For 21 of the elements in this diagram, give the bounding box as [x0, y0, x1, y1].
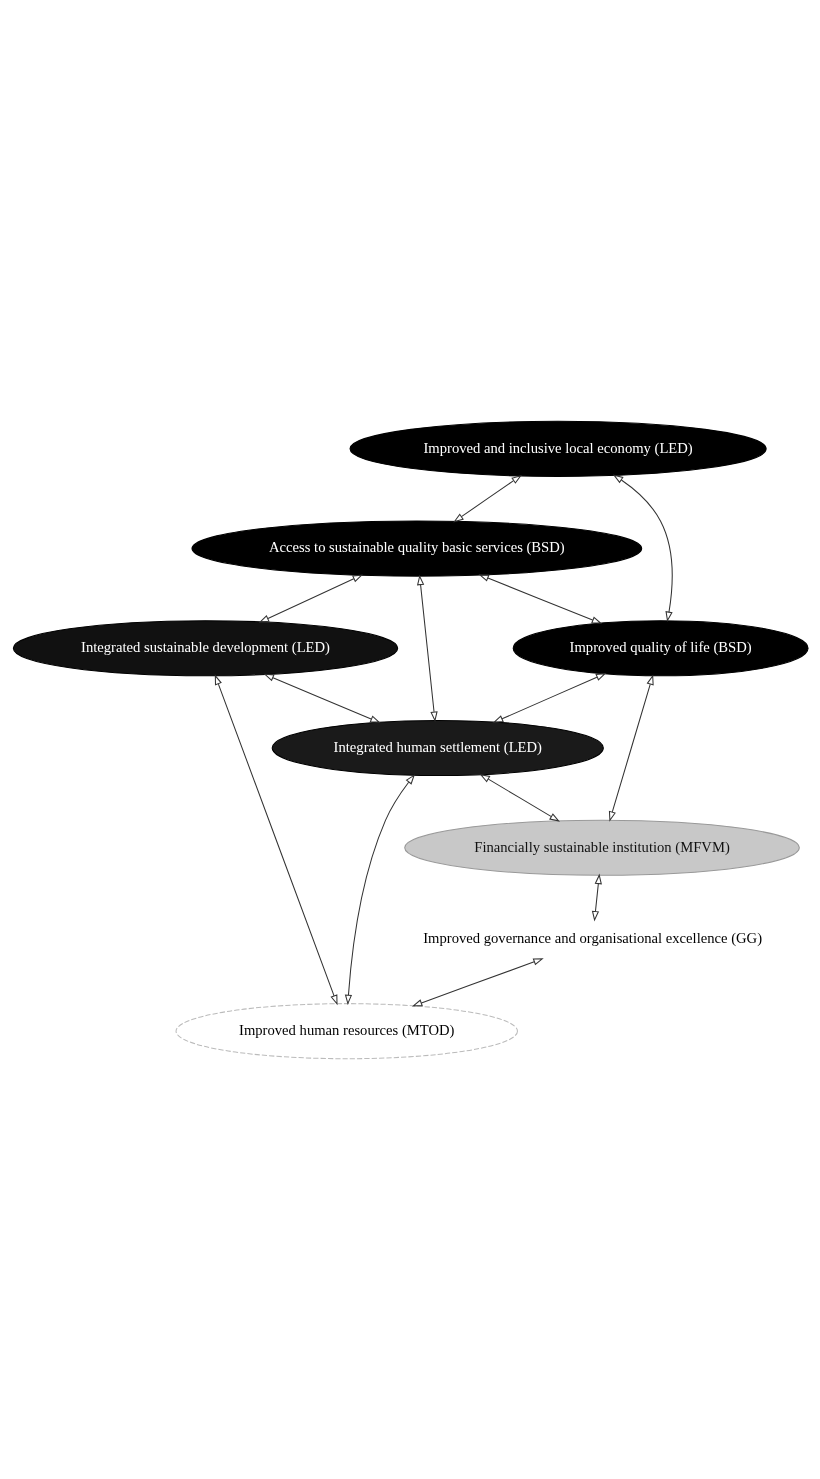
arrow	[492, 672, 606, 723]
arrow	[258, 573, 363, 623]
arrow	[477, 573, 602, 624]
node-text: Improved governance and organisational excellence (GG)	[422, 929, 762, 946]
node-ellipse: Integrated human settlement (LED)	[271, 719, 604, 776]
arrow	[612, 473, 673, 622]
arrow	[416, 574, 438, 722]
node-ellipse: Improved and inclusive local economy (LED)	[349, 420, 767, 477]
arrow	[344, 773, 415, 1005]
node-ellipse: Financially sustainable institution (MFVM)	[403, 819, 800, 876]
arrow	[608, 673, 654, 822]
arrow	[452, 474, 522, 522]
arrow	[479, 773, 560, 822]
node-ellipse: Integrated sustainable development (LED)	[12, 619, 398, 676]
node-ellipse: Improved human resources (MTOD)	[175, 1002, 518, 1059]
node-ellipse: Improved quality of life (BSD)	[512, 619, 809, 676]
arrow	[263, 673, 381, 723]
arrow	[214, 673, 338, 1005]
arrow	[411, 957, 544, 1006]
arrow	[591, 873, 602, 921]
node-ellipse: Access to sustainable quality basic services (BSD)	[191, 520, 642, 577]
